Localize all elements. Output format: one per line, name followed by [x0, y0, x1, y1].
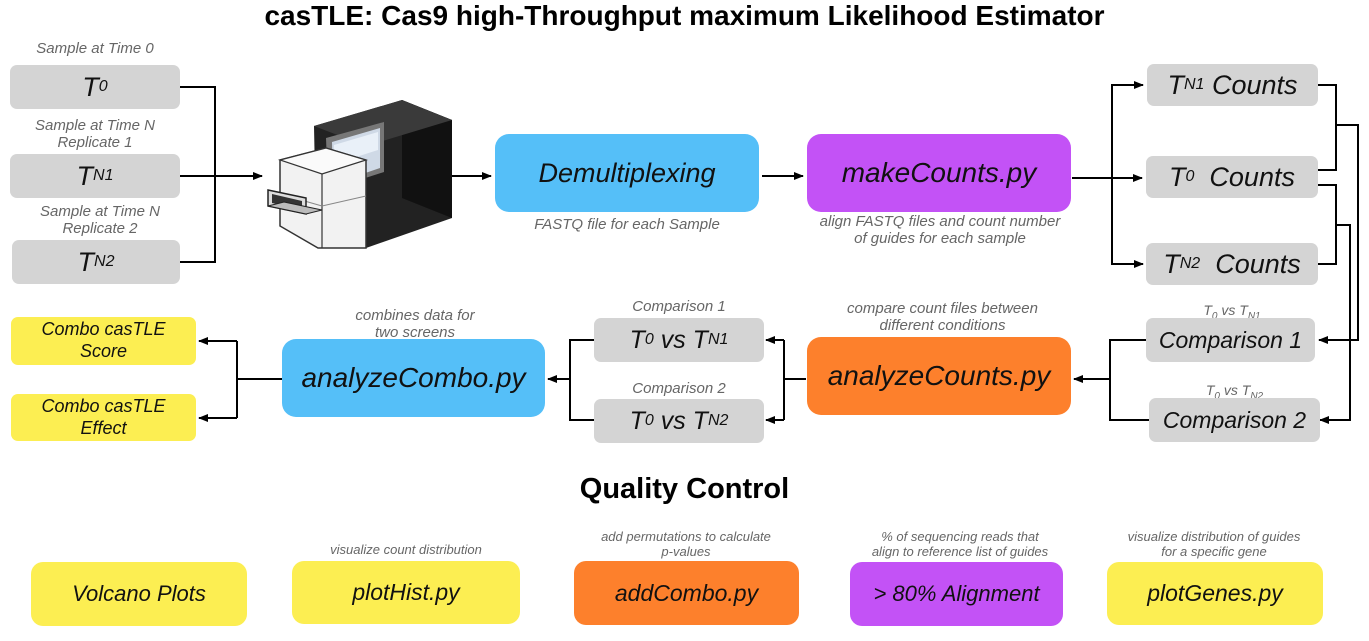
cm2-sub2: N2	[707, 412, 729, 429]
quality-control-title: Quality Control	[579, 473, 790, 505]
makecounts-box: makeCounts.py	[807, 134, 1071, 212]
sample-t0-sub: 0	[98, 78, 108, 95]
cr1-t2: T	[1239, 302, 1248, 318]
counts-tn1-sub: N1	[1183, 76, 1205, 93]
qc-plotgenes-box: plotGenes.py	[1107, 562, 1323, 625]
sample-1-caption-line1: Sample at Time N	[35, 117, 155, 134]
qc-plotgenes-caption-line2: for a specific gene	[1161, 543, 1267, 559]
combo-castle-score-box: Combo casTLE Score	[11, 317, 196, 365]
qc-alignment-box: > 80% Alignment	[850, 562, 1063, 626]
counts-t0-t: T	[1169, 161, 1186, 192]
qc-plotgenes-caption-line1: visualize distribution of guides	[1127, 529, 1301, 544]
analyzecombo-caption-line1: combines data for	[355, 307, 475, 324]
cm1-vs: vs	[660, 325, 686, 354]
comparison-2-right-box: Comparison 2	[1149, 398, 1320, 442]
sample-2-caption: Sample at Time N Replicate 2	[10, 203, 190, 238]
counts-tn1-t: T	[1167, 69, 1184, 100]
cm2-vs: vs	[660, 406, 686, 435]
counts-tn2-t: T	[1163, 248, 1180, 279]
counts-t0-sub: 0	[1185, 168, 1195, 185]
sample-1-caption: Sample at Time N Replicate 1	[10, 117, 180, 152]
analyzecombo-caption-line2: two screens	[374, 324, 456, 342]
qc-plothist-box: plotHist.py	[292, 561, 520, 624]
sample-tn2-sub: N2	[94, 253, 115, 270]
makecounts-caption: align FASTQ files and count number of gu…	[790, 213, 1090, 248]
cr1-vs: vs	[1221, 302, 1236, 318]
sample-2-caption-line2: Replicate 2	[62, 220, 138, 238]
cr2-vs: vs	[1223, 382, 1238, 398]
analyzecombo-caption: combines data for two screens	[300, 307, 530, 342]
cr2-sub2: N2	[1250, 390, 1264, 402]
combo-score-line2: Score	[79, 341, 128, 361]
sample-2-caption-line1: Sample at Time N	[40, 203, 160, 220]
page-title: casTLE: Cas9 high-Throughput maximum Lik…	[264, 0, 1105, 31]
qc-addcombo-caption-line2: p-values	[661, 543, 711, 559]
qc-plotgenes-caption: visualize distribution of guides for a s…	[1096, 529, 1332, 560]
cm1-t: T	[629, 325, 645, 354]
comparison-1-right-caption: T0 vs TN1	[1146, 302, 1318, 322]
comparison-1-right-box: Comparison 1	[1146, 318, 1315, 362]
analyzecounts-box: analyzeCounts.py	[807, 337, 1071, 415]
combo-score-line1: Combo casTLE	[41, 319, 166, 340]
makecounts-caption-line1: align FASTQ files and count number	[819, 213, 1061, 230]
cm1-t2: T	[692, 325, 708, 354]
combo-castle-effect-box: Combo casTLE Effect	[11, 394, 196, 441]
cm2-t2: T	[692, 406, 708, 435]
cm1-sub0: 0	[644, 331, 654, 348]
qc-volcano-plots-box: Volcano Plots	[31, 562, 247, 626]
analyzecounts-caption-line1: compare count files between	[847, 300, 1038, 317]
comparison-2-mid-caption: Comparison 2	[632, 380, 726, 397]
sample-0-caption: Sample at Time 0	[36, 40, 154, 57]
comparison-1-mid-caption: Comparison 1	[632, 298, 726, 315]
cr1-sub0: 0	[1211, 310, 1218, 322]
analyzecombo-box: analyzeCombo.py	[282, 339, 545, 417]
demultiplexing-box: Demultiplexing	[495, 134, 759, 212]
demultiplexing-caption: FASTQ file for each Sample	[534, 216, 720, 233]
sequencer-machine-icon	[267, 100, 452, 249]
sample-tn2-label: T	[77, 246, 95, 277]
sample-t0-label: T	[82, 71, 99, 102]
analyzecounts-caption: compare count files between different co…	[800, 300, 1085, 335]
qc-alignment-caption-line1: % of sequencing reads that	[881, 529, 1039, 544]
qc-addcombo-caption-line1: add permutations to calculate	[601, 529, 771, 544]
sample-tn1-label: T	[76, 160, 94, 191]
qc-alignment-caption-line2: align to reference list of guides	[871, 543, 1049, 559]
qc-addcombo-box: addCombo.py	[574, 561, 799, 625]
cr1-sub2: N1	[1247, 310, 1261, 322]
qc-plothist-caption: visualize count distribution	[330, 542, 482, 557]
cr2-t2: T	[1241, 382, 1251, 398]
counts-t0-word: Counts	[1209, 161, 1295, 192]
counts-tn2-sub: N2	[1179, 255, 1201, 272]
analyzecounts-caption-line2: different conditions	[879, 317, 1006, 335]
cr1-t: T	[1203, 302, 1212, 318]
cm2-sub0: 0	[644, 412, 654, 429]
qc-addcombo-caption: add permutations to calculate p-values	[566, 529, 806, 560]
comparison-2-right-caption: T0 vs TN2	[1149, 382, 1320, 402]
counts-tn1-word: Counts	[1211, 69, 1298, 100]
sample-1-caption-line2: Replicate 1	[57, 134, 133, 152]
cr2-sub0: 0	[1214, 390, 1220, 402]
cm1-sub2: N1	[707, 331, 729, 348]
cr2-t: T	[1205, 382, 1215, 398]
sample-tn1-sub: N1	[93, 167, 114, 184]
cm2-t: T	[629, 406, 645, 435]
combo-effect-line1: Combo casTLE	[41, 395, 166, 416]
combo-effect-line2: Effect	[80, 417, 127, 438]
counts-tn2-word: Counts	[1215, 248, 1301, 279]
makecounts-caption-line2: of guides for each sample	[854, 230, 1026, 248]
qc-alignment-caption: % of sequencing reads that align to refe…	[840, 529, 1080, 560]
